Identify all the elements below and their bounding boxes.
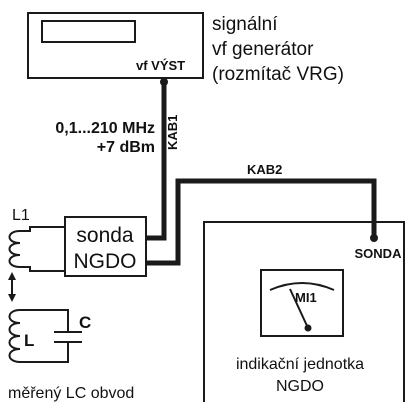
coil-l1-lead-top bbox=[20, 226, 65, 232]
coil-l1-label: L1 bbox=[12, 207, 30, 224]
sonda-input-label: SONDA bbox=[355, 246, 403, 261]
indicator-name-1: indikační jednotka bbox=[236, 356, 364, 373]
generator-output-label: vf VÝST bbox=[136, 58, 185, 73]
double-arrow-icon bbox=[8, 272, 16, 302]
generator-display bbox=[41, 20, 136, 43]
indicator-name-2: NGDO bbox=[276, 378, 324, 395]
frequency-range: 0,1...210 MHz bbox=[55, 120, 155, 137]
probe-ngdo: sonda NGDO bbox=[64, 216, 147, 277]
cable-kab1-label: KAB1 bbox=[165, 115, 180, 150]
sonda-input-connector bbox=[370, 234, 378, 242]
coil-l-label: L bbox=[24, 331, 34, 350]
generator-line-2: vf generátor bbox=[212, 39, 314, 60]
signal-generator: vf VÝST bbox=[27, 12, 204, 79]
measured-lc-circuit: L C měřený LC obvod bbox=[8, 309, 134, 402]
capacitor-label: C bbox=[79, 313, 91, 332]
indicator-unit: SONDA MI1 indikační jednotka NGDO bbox=[203, 221, 405, 402]
cable-kab2-label: KAB2 bbox=[247, 162, 282, 177]
probe-label-2: NGDO bbox=[74, 250, 137, 273]
lc-wire-top bbox=[20, 309, 69, 332]
coil-l1: L1 bbox=[8, 207, 65, 272]
coil-l-winding bbox=[8, 309, 21, 363]
coil-l1-winding bbox=[8, 230, 21, 268]
cable-kab1 bbox=[146, 82, 167, 241]
output-power: +7 dBm bbox=[97, 139, 155, 156]
probe-box bbox=[64, 216, 147, 277]
generator-line-3: (rozmítač VRG) bbox=[212, 64, 344, 85]
generator-description: signální vf generátor (rozmítač VRG) bbox=[212, 14, 344, 85]
meter-icon: MI1 bbox=[260, 269, 344, 337]
meter-label: MI1 bbox=[295, 290, 317, 305]
generator-box bbox=[27, 12, 204, 79]
probe-label-1: sonda bbox=[76, 224, 134, 247]
lc-wire-bottom bbox=[20, 342, 69, 363]
cable-kab2 bbox=[146, 178, 377, 266]
generator-line-1: signální bbox=[212, 14, 278, 35]
indicator-box bbox=[203, 221, 405, 402]
measured-circuit-label: měřený LC obvod bbox=[8, 385, 134, 402]
coil-l1-lead-bottom bbox=[20, 266, 65, 272]
